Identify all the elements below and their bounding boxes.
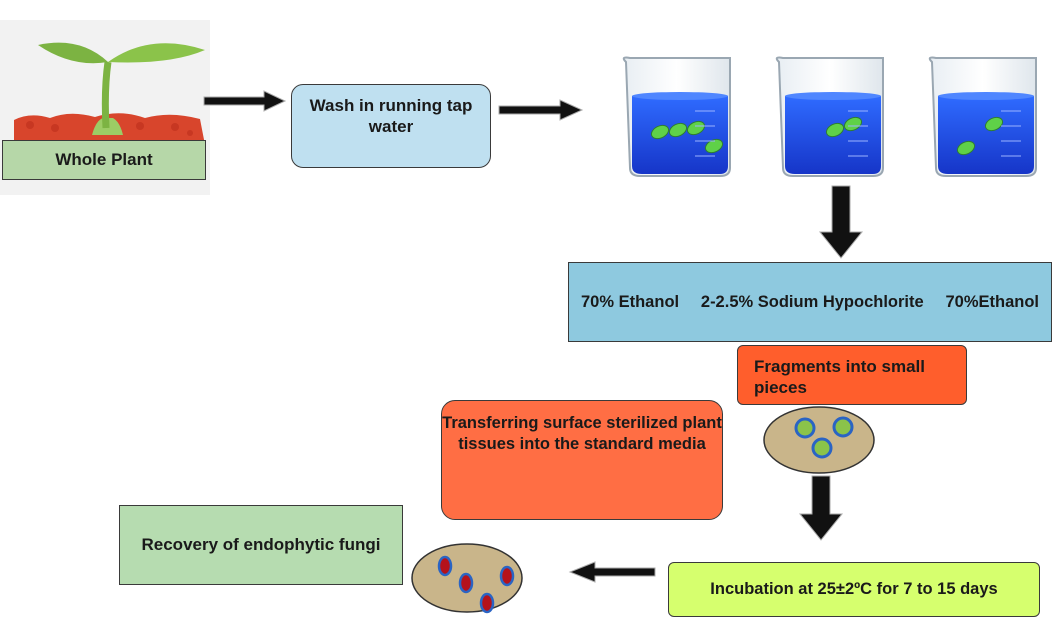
surface-sterilization-box: 70% Ethanol 2-2.5% Sodium Hypochlorite 7… xyxy=(568,262,1052,342)
hypochlorite-step-label: 2-2.5% Sodium Hypochlorite xyxy=(700,292,924,311)
incubation-step-box: Incubation at 25±2ºC for 7 to 15 days xyxy=(668,562,1040,617)
recovery-step-box: Recovery of endophytic fungi xyxy=(119,505,403,585)
petri-dish-icon xyxy=(763,406,875,474)
arrow-icon xyxy=(203,90,656,583)
whole-plant-label: Whole Plant xyxy=(2,140,206,180)
fragmentation-step-box: Fragments into small pieces xyxy=(737,345,967,405)
transfer-step-box: Transferring surface sterilized plant ti… xyxy=(441,400,723,520)
wash-step-box: Wash in running tap water xyxy=(291,84,491,168)
beaker-icon xyxy=(622,56,731,177)
arrow-icon xyxy=(798,185,864,541)
beaker-icon xyxy=(775,56,884,177)
ethanol-step-label: 70% Ethanol xyxy=(581,292,680,311)
beaker-icon xyxy=(928,56,1037,177)
petri-dish-icon xyxy=(411,543,523,614)
ethanol-rinse-label: 70%Ethanol xyxy=(945,292,1039,311)
